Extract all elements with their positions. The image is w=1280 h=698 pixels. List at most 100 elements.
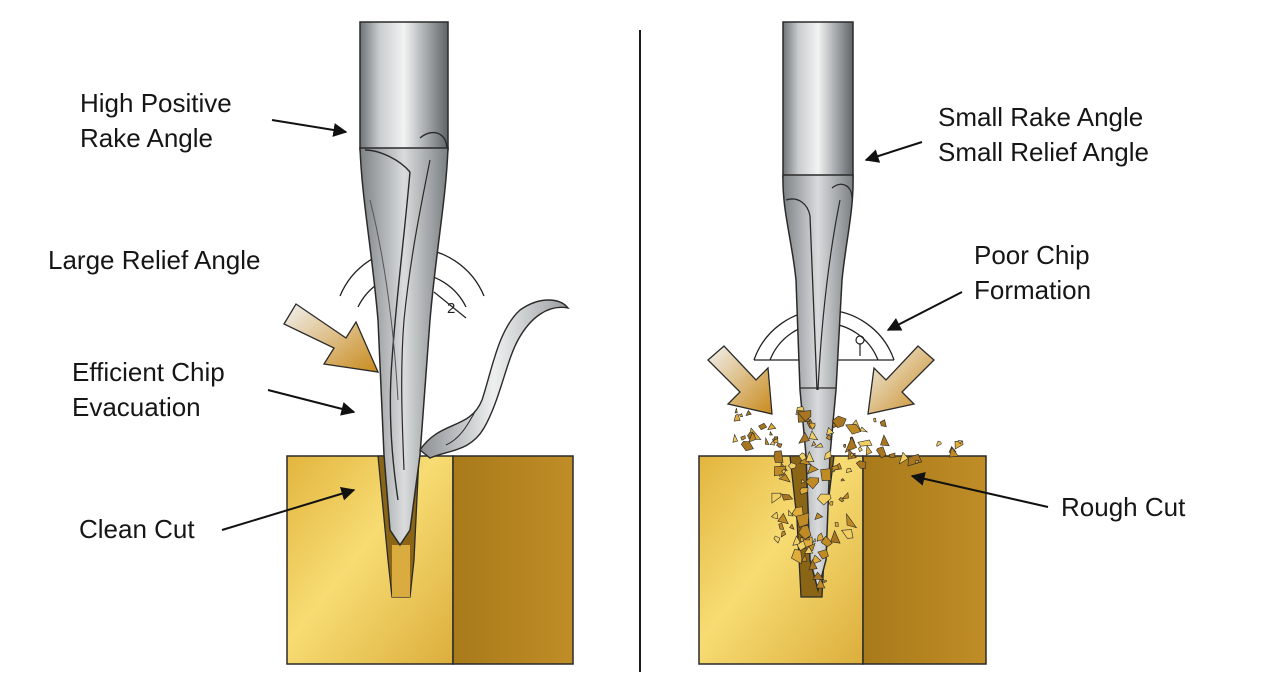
chip-fragment [825, 434, 831, 441]
flute-line [785, 198, 811, 217]
chip-fragment [791, 548, 803, 565]
flute-line [817, 199, 841, 391]
small-angles-label-line1: Small Rake Angle [938, 102, 1144, 132]
chip-fragment [803, 536, 810, 541]
angle-marker [855, 335, 865, 345]
chip-fragment [808, 430, 819, 441]
chip-fragment [767, 422, 777, 430]
chip-fragment [845, 423, 862, 435]
slot-highlight [392, 545, 410, 597]
chip-formation-pointer [886, 291, 963, 331]
chip-fragment [873, 417, 877, 423]
chip-fragment [845, 467, 853, 473]
chip-fragment [954, 440, 964, 450]
chip-fragment [733, 413, 741, 422]
chip-fragment [876, 446, 887, 459]
rough-cut-label-text: Rough Cut [1061, 492, 1186, 522]
clean-cut-label: Clean Cut [79, 512, 195, 547]
chip-fragment [831, 415, 847, 428]
chip-fragment [787, 462, 797, 470]
chip-fragment [758, 422, 768, 431]
chip-fragment [824, 450, 832, 460]
chip-fragment [732, 433, 739, 443]
chip-fragment [957, 440, 963, 445]
force-arrow-left [707, 345, 773, 415]
chip-evacuation-label: Efficient Chip Evacuation [72, 355, 225, 425]
chip-fragment [907, 453, 923, 467]
chip-fragment [815, 578, 826, 589]
chip-formation-label-line1: Poor Chip [974, 240, 1090, 270]
chip-fragment [808, 559, 818, 571]
chip-fragment [808, 422, 816, 431]
chip-fragment [859, 426, 869, 433]
workpiece-light-half [286, 455, 454, 665]
chip-fragment [777, 512, 789, 525]
angle-line [433, 291, 467, 319]
chip-fragment [745, 409, 752, 417]
chip-fragment [888, 452, 896, 459]
chip-fragment [880, 434, 890, 447]
chip-fragment [816, 532, 824, 542]
chip-fragment [857, 439, 873, 447]
chip-fragment [798, 431, 810, 444]
end-mill-fluted-body [359, 147, 449, 547]
rough-cut-pointer [910, 471, 1049, 508]
chip-fragment [831, 464, 840, 471]
chip-fragment [814, 512, 824, 520]
end-mill-shank [782, 21, 854, 178]
right-panel [698, 21, 1049, 665]
angle-mark: 2 [447, 300, 455, 317]
chip-fragment [825, 426, 835, 436]
chip-fragment [796, 540, 807, 552]
left-panel: 2 [221, 21, 574, 665]
clean-cut-pointer [221, 486, 356, 531]
chip-fragment [773, 535, 781, 544]
flute-line [831, 183, 853, 199]
chip-fragment [799, 487, 809, 495]
chip-fragment [789, 523, 795, 530]
force-arrow [283, 303, 380, 373]
chip-fragment [805, 477, 820, 490]
chip-fragment [844, 436, 858, 453]
chip-fragment [771, 492, 782, 504]
chip-fragment [813, 442, 824, 448]
chip-fragment [855, 460, 867, 469]
chip-fragment [801, 554, 808, 562]
chip-fragment [804, 545, 814, 554]
chip-fragment [811, 440, 817, 447]
small-angles-label-line2: Small Relief Angle [938, 137, 1149, 167]
chip-fragment [773, 436, 779, 441]
chip-evacuation-pointer [267, 389, 356, 416]
chip-fragment [830, 529, 841, 544]
chip-evacuation-label-line1: Efficient Chip [72, 357, 225, 387]
end-mill-shank [359, 21, 449, 151]
chip-fragment [879, 419, 887, 428]
chip-fragment [858, 446, 863, 453]
chip-formation-label: Poor Chip Formation [974, 238, 1091, 308]
rake-angle-label: High Positive Rake Angle [80, 86, 232, 156]
chip-fragment [740, 435, 746, 441]
spiral-chip-ribbon [419, 299, 570, 459]
chip-fragment [840, 478, 845, 482]
rake-angle-label-line1: High Positive [80, 88, 232, 118]
chip-fragment [850, 452, 854, 457]
chip-fragment [798, 452, 807, 461]
chip-fragment [823, 579, 827, 583]
rake-angle-pointer [271, 119, 348, 137]
chip-fragment [820, 468, 832, 482]
chip-evacuation-label-line2: Evacuation [72, 392, 201, 422]
chip-fragment [841, 492, 849, 500]
flute-line [809, 215, 818, 391]
chip-fragment [740, 441, 754, 452]
clean-cut-label-text: Clean Cut [79, 514, 195, 544]
chip-fragment [778, 522, 785, 530]
workpiece-dark-half [452, 455, 574, 665]
chip-fragment [734, 408, 738, 414]
chip-fragment [846, 512, 858, 529]
chip-fragment [781, 493, 794, 501]
chip-fragment [764, 436, 770, 445]
chip-fragment [769, 430, 774, 436]
chip-fragment [915, 459, 920, 464]
chip-fragment [770, 511, 779, 519]
